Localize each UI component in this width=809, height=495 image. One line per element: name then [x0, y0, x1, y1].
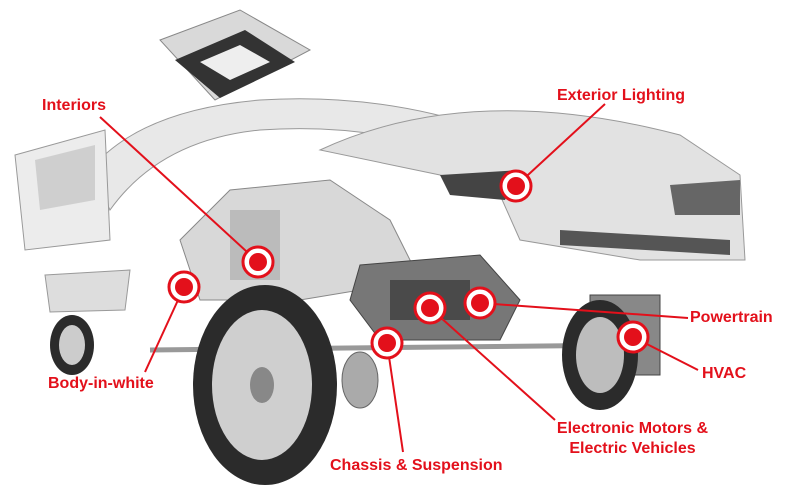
exterior-lighting-line	[515, 103, 606, 187]
label-interiors[interactable]: Interiors	[42, 97, 107, 114]
body-in-white-hotspot[interactable]	[167, 270, 201, 304]
front-wheel	[193, 285, 337, 485]
powertrain-line	[479, 302, 689, 319]
label-electronic-motors-line1: Electronic Motors &	[556, 420, 709, 437]
callout-dots	[167, 169, 650, 360]
label-electronic-motors[interactable]: Electronic Motors & Electric Vehicles	[540, 419, 725, 459]
label-body-in-white[interactable]: Body-in-white	[48, 375, 154, 392]
brake-disc	[341, 351, 379, 409]
interiors-hotspot[interactable]	[241, 245, 275, 279]
chassis-line	[386, 342, 404, 453]
rear-wheel	[562, 300, 638, 410]
interiors-line	[99, 116, 259, 263]
headlight	[440, 170, 520, 200]
label-exterior-lighting[interactable]: Exterior Lighting	[557, 87, 685, 104]
label-electronic-motors-line2: Electric Vehicles	[569, 440, 696, 457]
chassis-hotspot[interactable]	[370, 326, 404, 360]
label-powertrain[interactable]: Powertrain	[690, 309, 773, 326]
small-wheel	[50, 315, 94, 375]
label-chassis-suspension[interactable]: Chassis & Suspension	[330, 457, 503, 474]
label-hvac[interactable]: HVAC	[702, 365, 747, 382]
roof-panel	[159, 9, 312, 101]
exterior-lighting-hotspot[interactable]	[499, 169, 533, 203]
electronic-motors-line	[429, 307, 556, 421]
electronic-motors-hotspot[interactable]	[413, 291, 447, 325]
powertrain-hotspot[interactable]	[463, 286, 497, 320]
rear-bumper	[44, 269, 131, 313]
front-body	[318, 110, 746, 261]
hvac-hotspot[interactable]	[616, 320, 650, 354]
